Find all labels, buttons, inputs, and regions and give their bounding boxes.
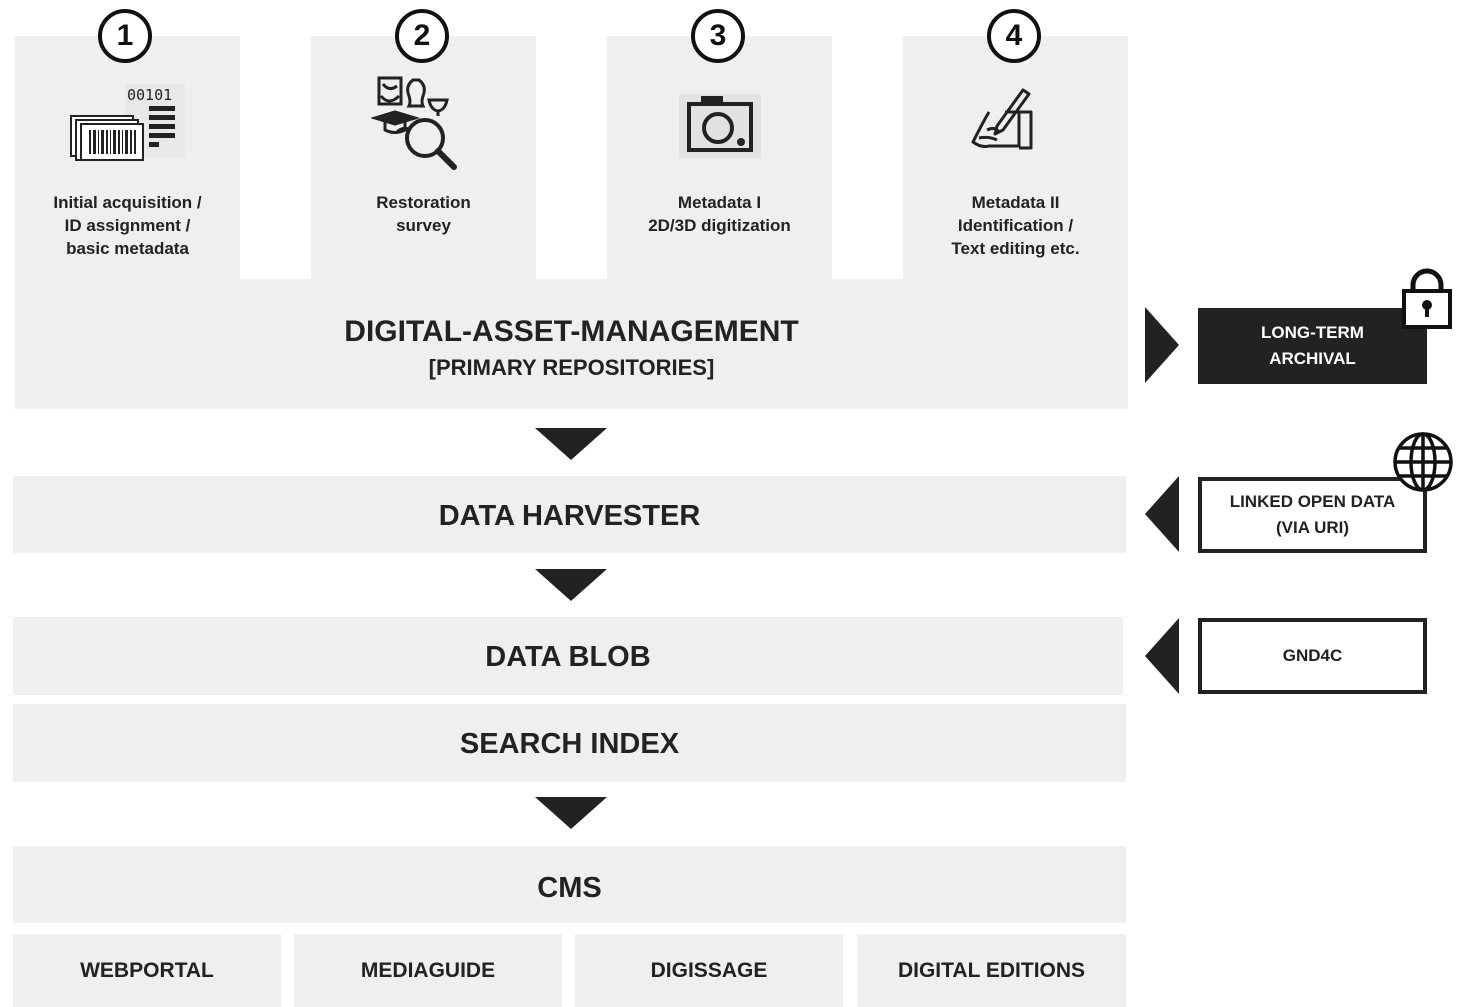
dam-box	[15, 279, 1128, 409]
lod-line-2: (VIA URI)	[1275, 518, 1350, 537]
step-3-label: Metadata I 2D/3D digitization	[648, 193, 791, 235]
arrow-down-2	[535, 569, 607, 601]
arrow-left-gnd	[1145, 618, 1179, 694]
step-2-number: 2	[395, 9, 449, 63]
arrow-right-archival	[1145, 307, 1179, 383]
gnd4c-label: GND4C	[1282, 646, 1343, 665]
globe-icon	[1392, 431, 1454, 493]
data-harvester-label: DATA HARVESTER	[438, 500, 701, 532]
search-index-box: SEARCH INDEX	[13, 704, 1126, 782]
cms-box: CMS	[13, 846, 1126, 923]
writing-hand-icon	[969, 88, 1049, 152]
step-1-column: 00101 Initial acquisition / ID assignmen…	[15, 36, 240, 281]
data-blob-box: DATA BLOB	[13, 617, 1123, 695]
magnifier-artifacts-icon	[369, 74, 471, 174]
step-2-column: Restoration survey	[311, 36, 536, 281]
output-digissage: DIGISSAGE	[575, 934, 843, 1007]
camera-icon	[679, 86, 761, 158]
data-harvester-box: DATA HARVESTER	[13, 476, 1126, 553]
archival-line-1: LONG-TERM	[1261, 323, 1364, 342]
dam-title: DIGITAL-ASSET-MANAGEMENT	[344, 315, 799, 348]
step-1-label: Initial acquisition / ID assignment / ba…	[53, 193, 202, 258]
output-mediaguide: MEDIAGUIDE	[294, 934, 562, 1007]
linked-open-data-box: LINKED OPEN DATA (VIA URI)	[1198, 477, 1427, 553]
step-3-number: 3	[691, 9, 745, 63]
step-4-column: Metadata II Identification / Text editin…	[903, 36, 1128, 281]
barcode-digits: 00101	[127, 86, 172, 104]
lock-icon	[1401, 263, 1453, 331]
cms-label: CMS	[537, 872, 602, 904]
arrow-left-lod	[1145, 476, 1179, 552]
archival-line-2: ARCHIVAL	[1269, 349, 1356, 368]
arrow-down-1	[535, 428, 607, 460]
output-digital-editions: DIGITAL EDITIONS	[857, 934, 1126, 1007]
dam-subtitle: [PRIMARY REPOSITORIES]	[428, 355, 715, 380]
arrow-down-3	[535, 797, 607, 829]
gnd4c-box: GND4C	[1198, 618, 1427, 694]
barcode-icon: 00101	[69, 84, 187, 162]
step-4-number: 4	[987, 9, 1041, 63]
step-2-label: Restoration survey	[376, 193, 471, 235]
step-4-label: Metadata II Identification / Text editin…	[951, 193, 1080, 258]
step-1-number: 1	[98, 9, 152, 63]
search-index-label: SEARCH INDEX	[459, 728, 680, 760]
lod-line-1: LINKED OPEN DATA	[1229, 492, 1396, 511]
data-blob-label: DATA BLOB	[485, 641, 651, 673]
long-term-archival-box: LONG-TERM ARCHIVAL	[1198, 308, 1427, 384]
step-3-column: Metadata I 2D/3D digitization	[607, 36, 832, 281]
output-webportal: WEBPORTAL	[13, 934, 281, 1007]
